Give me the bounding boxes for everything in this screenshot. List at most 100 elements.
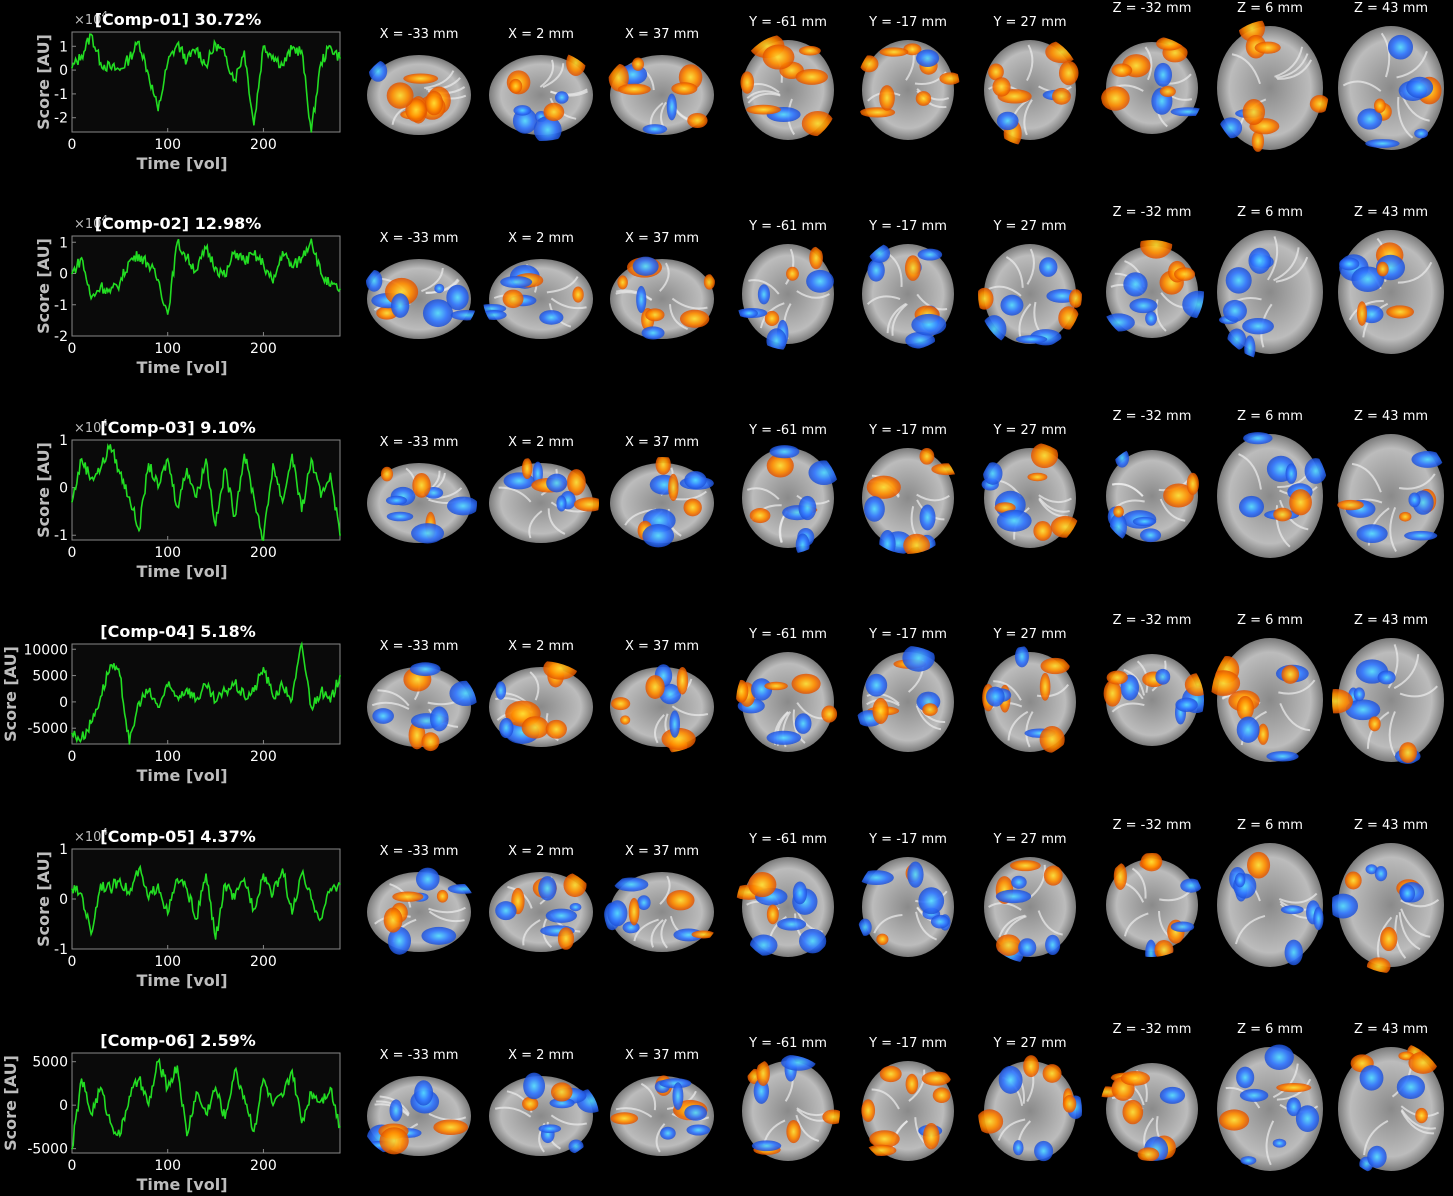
- activation-overlay: [1238, 432, 1327, 522]
- plot-area: [71, 643, 341, 745]
- negative-blob: [982, 315, 1007, 344]
- positive-blob: [687, 112, 708, 129]
- activation-overlay: [740, 34, 834, 137]
- score-data-point: [339, 883, 341, 885]
- brain-texture: [1398, 473, 1436, 490]
- score-data-point: [128, 743, 131, 745]
- positive-blob: [978, 287, 994, 310]
- positive-blob: [655, 457, 671, 475]
- negative-blob: [411, 523, 445, 544]
- score-data-point: [186, 1134, 188, 1137]
- negative-blob: [538, 876, 557, 901]
- brain-texture: [1123, 912, 1149, 937]
- brain-texture: [1005, 256, 1024, 288]
- positive-blob: [379, 1127, 409, 1155]
- score-data-point: [109, 291, 112, 294]
- negative-blob: [1248, 247, 1272, 274]
- activation-overlay: [1101, 36, 1204, 117]
- coronal-slice-panel: Y = 27 mm: [982, 627, 1076, 753]
- positive-blob: [521, 716, 550, 739]
- y-tick-label: 0: [59, 1098, 68, 1114]
- brain-slice: [1338, 843, 1444, 967]
- brain-texture: [671, 705, 709, 717]
- positive-blob: [822, 1109, 840, 1125]
- brain-texture: [1397, 261, 1433, 284]
- sagittal-slice-panel: X = -33 mm: [367, 639, 477, 752]
- slice-coordinate-label: X = 2 mm: [508, 844, 574, 859]
- positive-blob: [992, 77, 1011, 97]
- negative-blob: [1332, 893, 1359, 919]
- positive-blob: [996, 934, 1022, 956]
- negative-blob: [1115, 448, 1130, 468]
- sagittal-slice-panel: X = 37 mm: [610, 231, 715, 340]
- positive-blob: [1257, 723, 1269, 745]
- score-data-point: [320, 1100, 322, 1102]
- sagittal-slice-panel: X = 2 mm: [489, 435, 599, 543]
- slice-coordinate-label: X = 2 mm: [508, 27, 574, 42]
- negative-blob: [983, 462, 1003, 485]
- activation-overlay: [1350, 1044, 1438, 1172]
- negative-blob: [1182, 290, 1204, 319]
- negative-blob: [1045, 934, 1061, 955]
- positive-blob: [1027, 472, 1048, 482]
- y-tick-label: -2: [54, 111, 68, 127]
- positive-blob: [861, 1099, 876, 1122]
- score-data-point: [339, 1126, 341, 1128]
- axial-slice-panel: Z = 6 mm: [1217, 1, 1329, 152]
- positive-blob: [1276, 1083, 1312, 1093]
- negative-blob: [1018, 938, 1037, 957]
- brain-texture: [1387, 643, 1399, 689]
- y-tick-label: -1: [54, 87, 68, 103]
- negative-blob: [1102, 313, 1135, 332]
- positive-blob: [608, 63, 629, 92]
- score-data-point: [205, 685, 207, 687]
- x-axis-label: Time [vol]: [136, 766, 227, 785]
- negative-blob: [1244, 335, 1256, 360]
- score-data-point: [310, 706, 313, 708]
- brain-texture: [1159, 498, 1186, 522]
- activation-overlay: [366, 1080, 469, 1155]
- y-exponent-value: 4: [101, 10, 107, 21]
- slice-coordinate-label: Z = 6 mm: [1237, 818, 1303, 833]
- negative-blob: [1266, 751, 1299, 762]
- negative-blob: [1284, 939, 1303, 966]
- activation-overlay: [483, 264, 584, 325]
- negative-blob: [1374, 866, 1388, 882]
- negative-blob: [1011, 875, 1027, 889]
- score-data-point: [80, 893, 83, 895]
- brain-texture: [796, 290, 830, 299]
- score-data-point: [291, 698, 293, 701]
- activation-overlay: [861, 1065, 951, 1156]
- positive-blob: [1368, 716, 1381, 732]
- score-data-point: [80, 1078, 83, 1080]
- axial-slice-panel: Z = -32 mm: [1101, 1, 1204, 134]
- sagittal-slice-panel: X = 37 mm: [604, 844, 715, 952]
- axial-slice-panel: Z = 6 mm: [1211, 613, 1323, 762]
- score-data-point: [214, 43, 217, 45]
- brain-texture: [1231, 53, 1261, 85]
- negative-blob: [751, 1140, 782, 1152]
- negative-blob: [864, 496, 885, 522]
- negative-blob: [1145, 939, 1157, 957]
- brain-texture: [1275, 256, 1309, 283]
- score-data-point: [176, 43, 179, 45]
- score-data-point: [224, 55, 226, 57]
- score-data-point: [233, 898, 236, 900]
- coronal-slice-panel: Y = -61 mm: [736, 832, 834, 957]
- negative-blob: [1345, 699, 1381, 721]
- x-tick-label: 100: [154, 954, 181, 970]
- y-tick-label: -1: [54, 298, 68, 314]
- negative-blob: [1351, 266, 1385, 293]
- negative-blob: [538, 1124, 562, 1134]
- slice-coordinate-label: X = 37 mm: [625, 231, 699, 246]
- score-data-point: [166, 62, 169, 64]
- brain-texture: [1111, 702, 1145, 713]
- positive-blob: [1120, 1071, 1150, 1086]
- y-tick-label: 5000: [32, 669, 68, 685]
- slice-coordinate-label: Z = 6 mm: [1237, 613, 1303, 628]
- plot-area: [71, 1052, 341, 1154]
- y-exponent-label: ×104: [74, 214, 108, 232]
- score-data-point: [281, 250, 284, 253]
- negative-blob: [1154, 62, 1173, 87]
- y-tick-label: 0: [59, 695, 68, 711]
